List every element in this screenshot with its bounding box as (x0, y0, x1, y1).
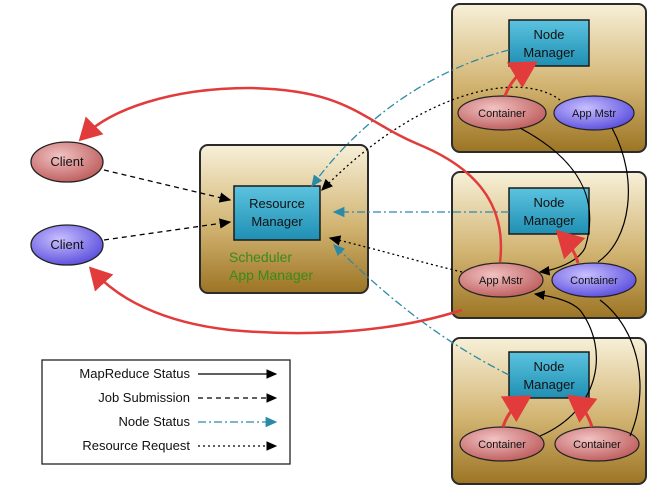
node1-launch-arrow (503, 61, 538, 97)
resource-request-arrow-1 (321, 86, 561, 191)
node1-left-pill-label: Container (478, 108, 526, 120)
node3-container-right-pill (554, 426, 640, 462)
mr-status-arrow-1 (519, 127, 591, 276)
node-box-3: Node Manager Container Container (451, 337, 647, 485)
resource-manager-title-2: Manager (251, 214, 303, 229)
node2-title-2: Manager (523, 213, 575, 228)
legend: MapReduce Status Job Submission Node Sta… (41, 359, 291, 465)
client-2: Client (30, 224, 104, 266)
mr-status-line-2 (597, 127, 629, 263)
node-status-arrow-1 (311, 49, 510, 188)
node1-right-pill-label: App Mstr (572, 108, 616, 120)
node-status-arrow-3 (333, 244, 510, 376)
node1-title-2: Manager (523, 45, 575, 60)
node3-launch-arrow-right (566, 394, 598, 428)
resource-manager-title-1: Resource (249, 196, 305, 211)
job-submission-arrow-2 (103, 218, 232, 241)
node3-title-2: Manager (523, 377, 575, 392)
node3-left-pill-label: Container (478, 439, 526, 451)
client-2-label: Client (50, 237, 84, 252)
node2-right-pill-label: Container (570, 275, 618, 287)
client-1: Client (30, 141, 104, 183)
job-submission-arrow-1 (103, 169, 232, 203)
node2-left-pill-label: App Mstr (479, 275, 523, 287)
node2-appmstr-pill (458, 262, 544, 298)
resource-manager-box: Resource Manager Scheduler App Manager (199, 144, 369, 294)
node3-container-left-pill (459, 426, 545, 462)
mr-status-to-client-1 (78, 86, 503, 263)
node2-title-1: Node (533, 195, 564, 210)
node1-title-1: Node (533, 27, 564, 42)
legend-label-mapreduce-status: MapReduce Status (79, 366, 190, 381)
legend-label-job-submission: Job Submission (98, 390, 190, 405)
client-1-label: Client (50, 154, 84, 169)
node3-right-pill-label: Container (573, 439, 621, 451)
scheduler-label: Scheduler (229, 249, 292, 265)
node3-title-1: Node (533, 359, 564, 374)
app-manager-label: App Manager (229, 267, 313, 283)
node2-container-pill (551, 262, 637, 298)
node-box-1: Node Manager Container App Mstr (451, 3, 647, 153)
node1-appmstr-pill (553, 95, 635, 131)
node3-launch-arrow-left (500, 395, 532, 428)
mr-status-line-4 (599, 299, 641, 437)
node1-container-pill (457, 95, 547, 131)
mr-status-to-client-2 (88, 266, 463, 335)
legend-label-node-status: Node Status (118, 414, 190, 429)
resource-request-arrow-2 (328, 235, 463, 273)
legend-label-resource-request: Resource Request (82, 438, 190, 453)
node2-launch-arrow (555, 229, 586, 264)
